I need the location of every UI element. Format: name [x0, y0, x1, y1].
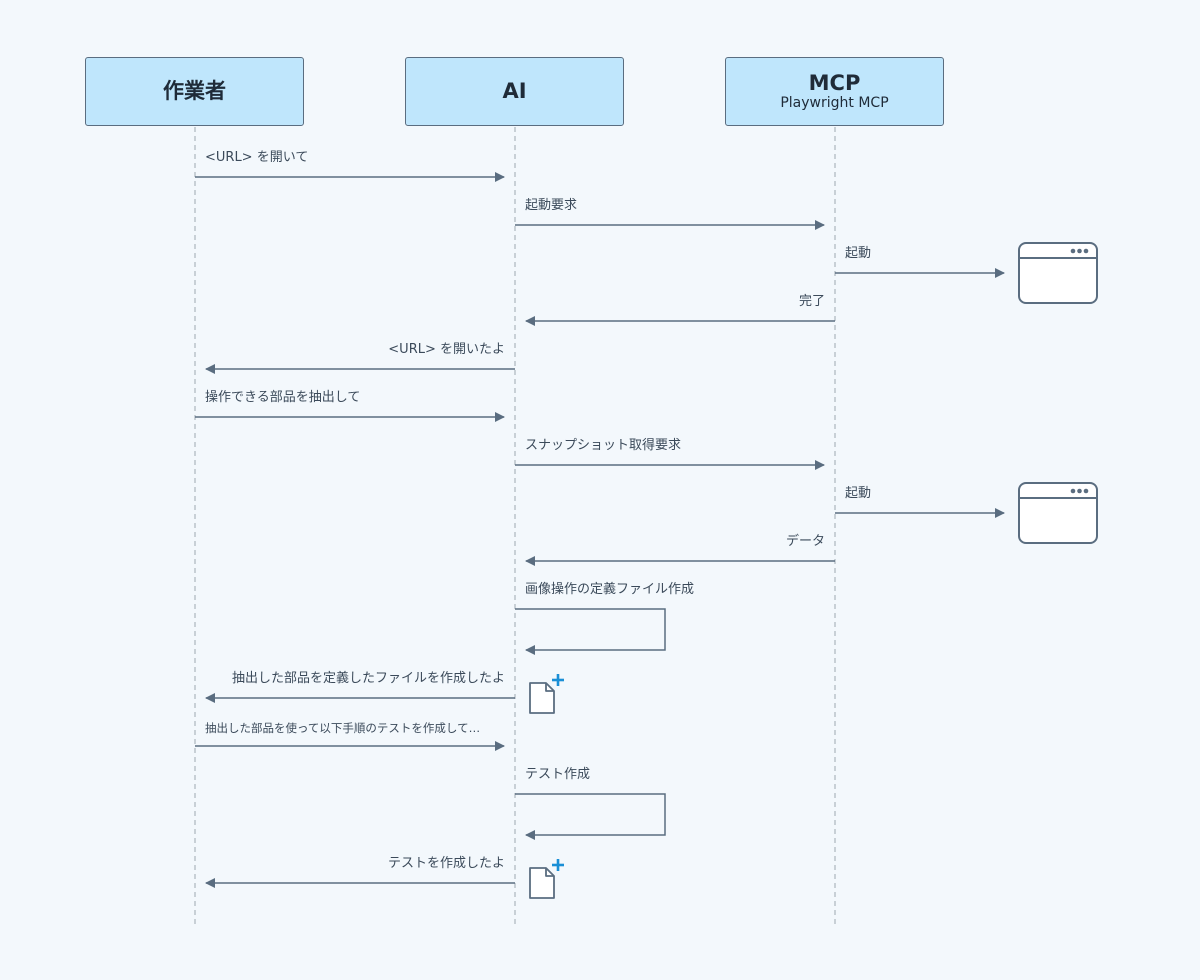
- message-label: 完了: [798, 294, 825, 309]
- actor-name: AI: [502, 79, 527, 104]
- message-label: <URL> を開いたよ: [388, 342, 505, 357]
- actor-worker: 作業者: [85, 57, 304, 126]
- message-label: データ: [785, 534, 825, 549]
- message-label: 抽出した部品を使って以下手順のテストを作成して…: [205, 721, 481, 735]
- browser-window-icon: [1018, 242, 1098, 304]
- new-file-icon: [529, 859, 564, 899]
- message-label: 操作できる部品を抽出して: [205, 390, 361, 405]
- actor-ai: AI: [405, 57, 624, 126]
- message-label: 画像操作の定義ファイル作成: [525, 582, 695, 597]
- self-loop-2: [515, 793, 666, 840]
- message-label: テスト作成: [525, 767, 591, 782]
- message-label: 抽出した部品を定義したファイルを作成したよ: [231, 671, 505, 686]
- message-label: 起動要求: [525, 198, 578, 213]
- actor-subtitle: Playwright MCP: [780, 95, 889, 112]
- new-file-icon: [529, 674, 564, 714]
- actor-mcp: MCP Playwright MCP: [725, 57, 944, 126]
- message-label: テストを作成したよ: [387, 856, 505, 871]
- message-label: <URL> を開いて: [205, 150, 309, 165]
- actor-name: MCP: [808, 71, 861, 96]
- actor-name: 作業者: [163, 79, 226, 104]
- browser-window-icon: [1018, 482, 1098, 544]
- self-loop-1: [515, 608, 666, 655]
- message-label: 起動: [845, 486, 872, 501]
- message-label: スナップショット取得要求: [525, 438, 682, 453]
- message-label: 起動: [845, 246, 872, 261]
